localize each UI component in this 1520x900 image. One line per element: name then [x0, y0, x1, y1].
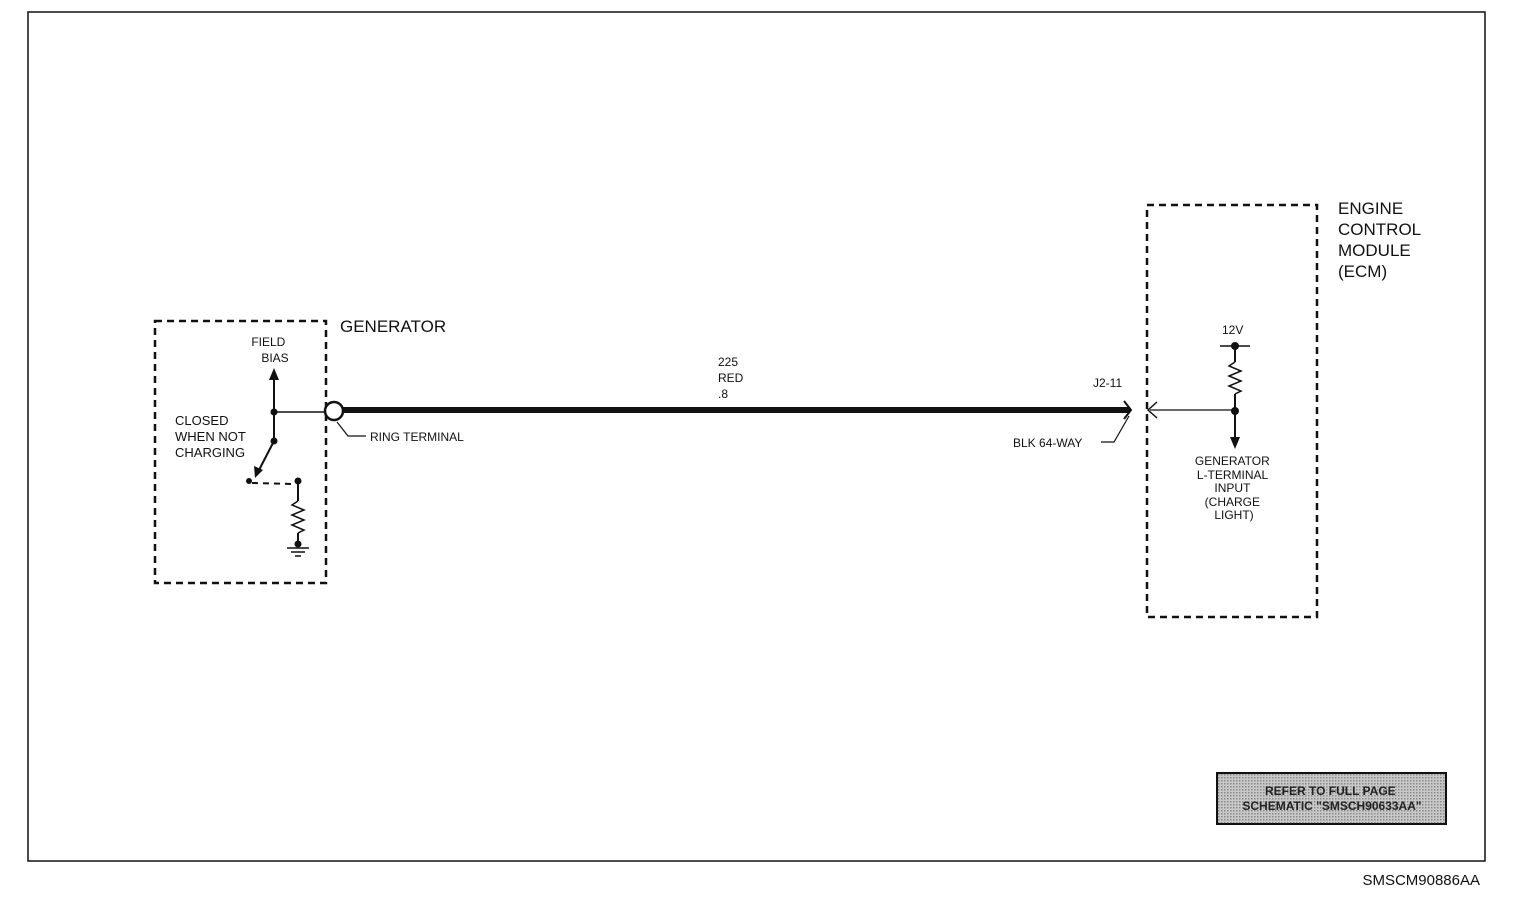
ground-icon [287, 547, 309, 557]
connector-name-leader [1101, 415, 1130, 443]
diagram-frame [27, 11, 1486, 862]
ecm-input-arrow-icon [1230, 437, 1240, 449]
wire-225: 225 RED .8 [343, 355, 1130, 413]
field-bias-label: FIELD BIAS [251, 335, 288, 365]
ring-terminal-label: RING TERMINAL [370, 430, 464, 444]
wire-circuit-number: 225 [718, 355, 738, 369]
ground-node [294, 540, 302, 548]
connector-male-pin-icon [1123, 400, 1133, 420]
ecm-component: ENGINE CONTROL MODULE (ECM) 12V GENERATO… [1145, 199, 1425, 619]
ecm-input-label: GENERATOR L-TERMINAL INPUT (CHARGE LIGHT… [1195, 454, 1273, 522]
field-bias-arrow-icon [269, 368, 279, 380]
ecm-supply-label: 12V [1222, 323, 1243, 337]
reference-box [1216, 772, 1447, 825]
figure-id: SMSCM90886AA [1362, 872, 1480, 889]
connector-pin-label: J2-11 [1093, 376, 1122, 390]
ecm-pullup-resistor-icon [1227, 361, 1243, 395]
wire-gauge: .8 [718, 387, 728, 401]
reference-note: REFER TO FULL PAGE SCHEMATIC "SMSCH90633… [1216, 772, 1447, 825]
generator-title: GENERATOR [340, 317, 446, 336]
ecm-boundary [1145, 203, 1319, 619]
generator-component: GENERATOR FIELD BIAS CLOSED W [153, 317, 464, 585]
ring-terminal-icon [323, 400, 345, 422]
generator-boundary [153, 319, 328, 585]
switch-note-label: CLOSED WHEN NOT CHARGING [175, 413, 249, 460]
switch-dashed-link [251, 482, 294, 485]
connector-female-pin-icon [1146, 401, 1158, 419]
reference-text: REFER TO FULL PAGE SCHEMATIC "SMSCH90633… [1242, 784, 1421, 813]
generator-resistor-icon [290, 500, 306, 534]
connector-name-label: BLK 64-WAY [1013, 436, 1082, 450]
switch-blade [257, 440, 275, 473]
ring-terminal-leader [336, 421, 366, 437]
connector-j2: J2-11 BLK 64-WAY [1013, 376, 1158, 450]
switch-arrow-icon [254, 466, 263, 478]
switch-open-contact [246, 478, 252, 484]
ecm-title: ENGINE CONTROL MODULE (ECM) [1338, 199, 1425, 281]
wire-color: RED [718, 371, 744, 385]
